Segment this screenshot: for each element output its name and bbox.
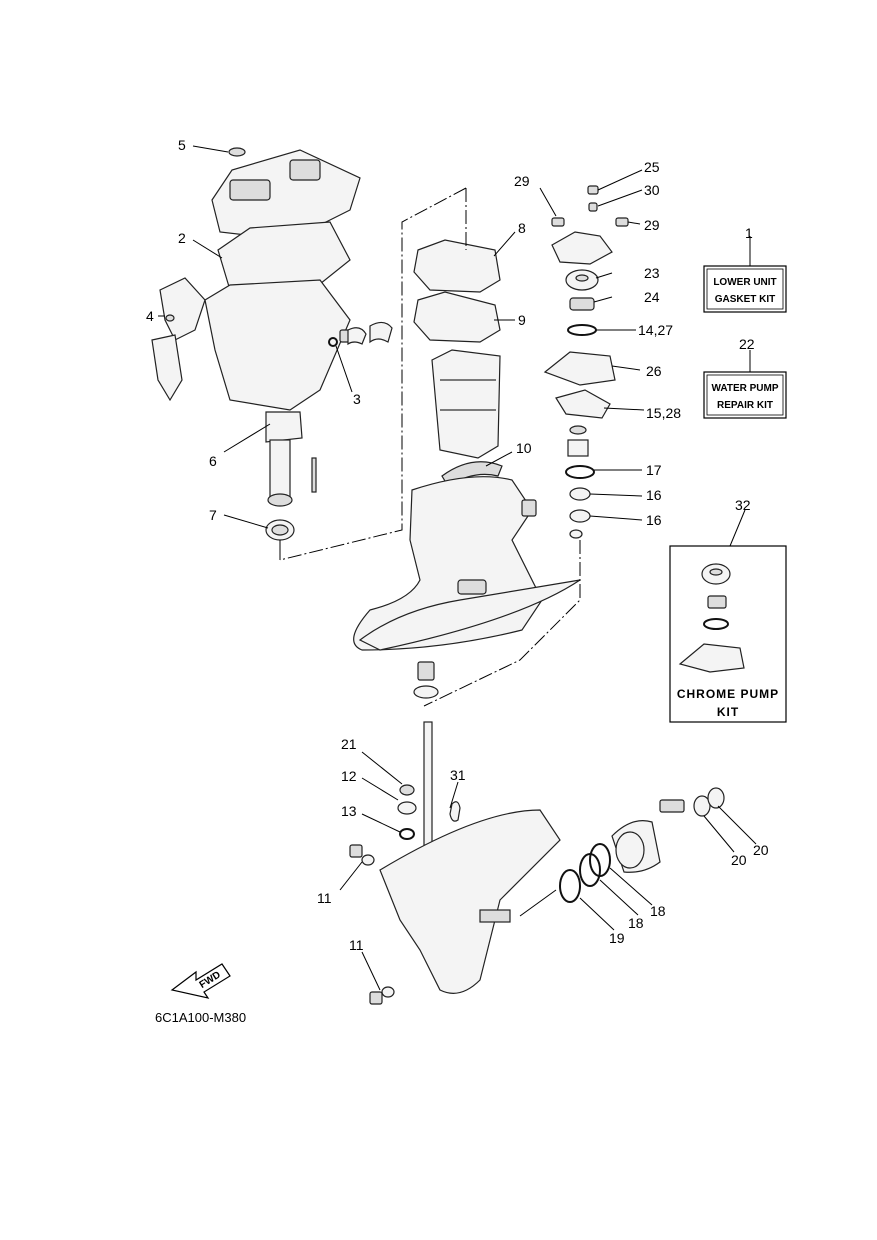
callout-9: 9 — [518, 312, 526, 328]
callout-25: 25 — [644, 159, 660, 175]
callout-7: 7 — [209, 507, 217, 523]
callout-29-right: 29 — [644, 217, 660, 233]
callout-16-upper: 16 — [646, 487, 662, 503]
chrome-pump-kit-line2: KIT — [717, 705, 739, 719]
lower-unit-kit-line2: GASKET KIT — [715, 294, 776, 305]
water-pump-parts — [543, 185, 629, 539]
callout-17: 17 — [646, 462, 662, 478]
callout-24: 24 — [644, 289, 660, 305]
assembly-guide-lines — [279, 187, 581, 917]
lower-unit-kit-line1: LOWER UNIT — [713, 277, 776, 288]
gaskets-and-extension — [413, 239, 501, 459]
exhaust-tube-assembly — [265, 411, 317, 541]
callout-26: 26 — [646, 363, 662, 379]
callout-8: 8 — [518, 220, 526, 236]
callout-6: 6 — [209, 453, 217, 469]
callout-10: 10 — [516, 440, 532, 456]
callout-21: 21 — [341, 736, 357, 752]
callout-2: 2 — [178, 230, 186, 246]
callout-5: 5 — [178, 137, 186, 153]
callout-18-right: 18 — [650, 903, 666, 919]
callout-31: 31 — [450, 767, 466, 783]
callout-13: 13 — [341, 803, 357, 819]
callout-12: 12 — [341, 768, 357, 784]
callout-11-lower: 11 — [349, 937, 364, 953]
callout-18-left: 18 — [628, 915, 644, 931]
callout-20-left: 20 — [731, 852, 747, 868]
propeller-shaft-housing — [559, 787, 725, 903]
callout-29-left: 29 — [514, 173, 530, 189]
callout-19: 19 — [609, 930, 625, 946]
upper-casing-assembly — [151, 147, 393, 411]
water-pump-repair-kit-box: WATER PUMP REPAIR KIT — [703, 371, 787, 419]
figure-code: 6C1A100-M380 — [155, 1010, 246, 1025]
gear-case-assembly — [349, 721, 561, 1005]
callout-32: 32 — [735, 497, 751, 513]
chrome-pump-kit-line1: CHROME PUMP — [677, 687, 779, 701]
chrome-pump-kit-box: CHROME PUMP KIT — [669, 545, 787, 723]
forward-direction-arrow-icon: FWD — [170, 963, 231, 999]
callout-15-28: 15,28 — [646, 405, 681, 421]
water-pump-kit-line1: WATER PUMP — [711, 383, 778, 394]
callout-14-27: 14,27 — [638, 322, 673, 338]
callout-leader-lines — [158, 145, 757, 991]
callout-4: 4 — [146, 308, 154, 324]
lower-casing — [353, 461, 581, 651]
callout-16-lower: 16 — [646, 512, 662, 528]
callout-11-upper: 11 — [317, 890, 332, 906]
callout-20-right: 20 — [753, 842, 769, 858]
callout-22: 22 — [739, 336, 755, 352]
water-pump-kit-line2: REPAIR KIT — [717, 400, 773, 411]
impeller-and-seal — [413, 661, 439, 699]
callout-23: 23 — [644, 265, 660, 281]
callout-30: 30 — [644, 182, 660, 198]
callout-1: 1 — [745, 225, 753, 241]
callout-3: 3 — [353, 391, 361, 407]
lower-unit-gasket-kit-box: LOWER UNIT GASKET KIT — [703, 265, 787, 313]
